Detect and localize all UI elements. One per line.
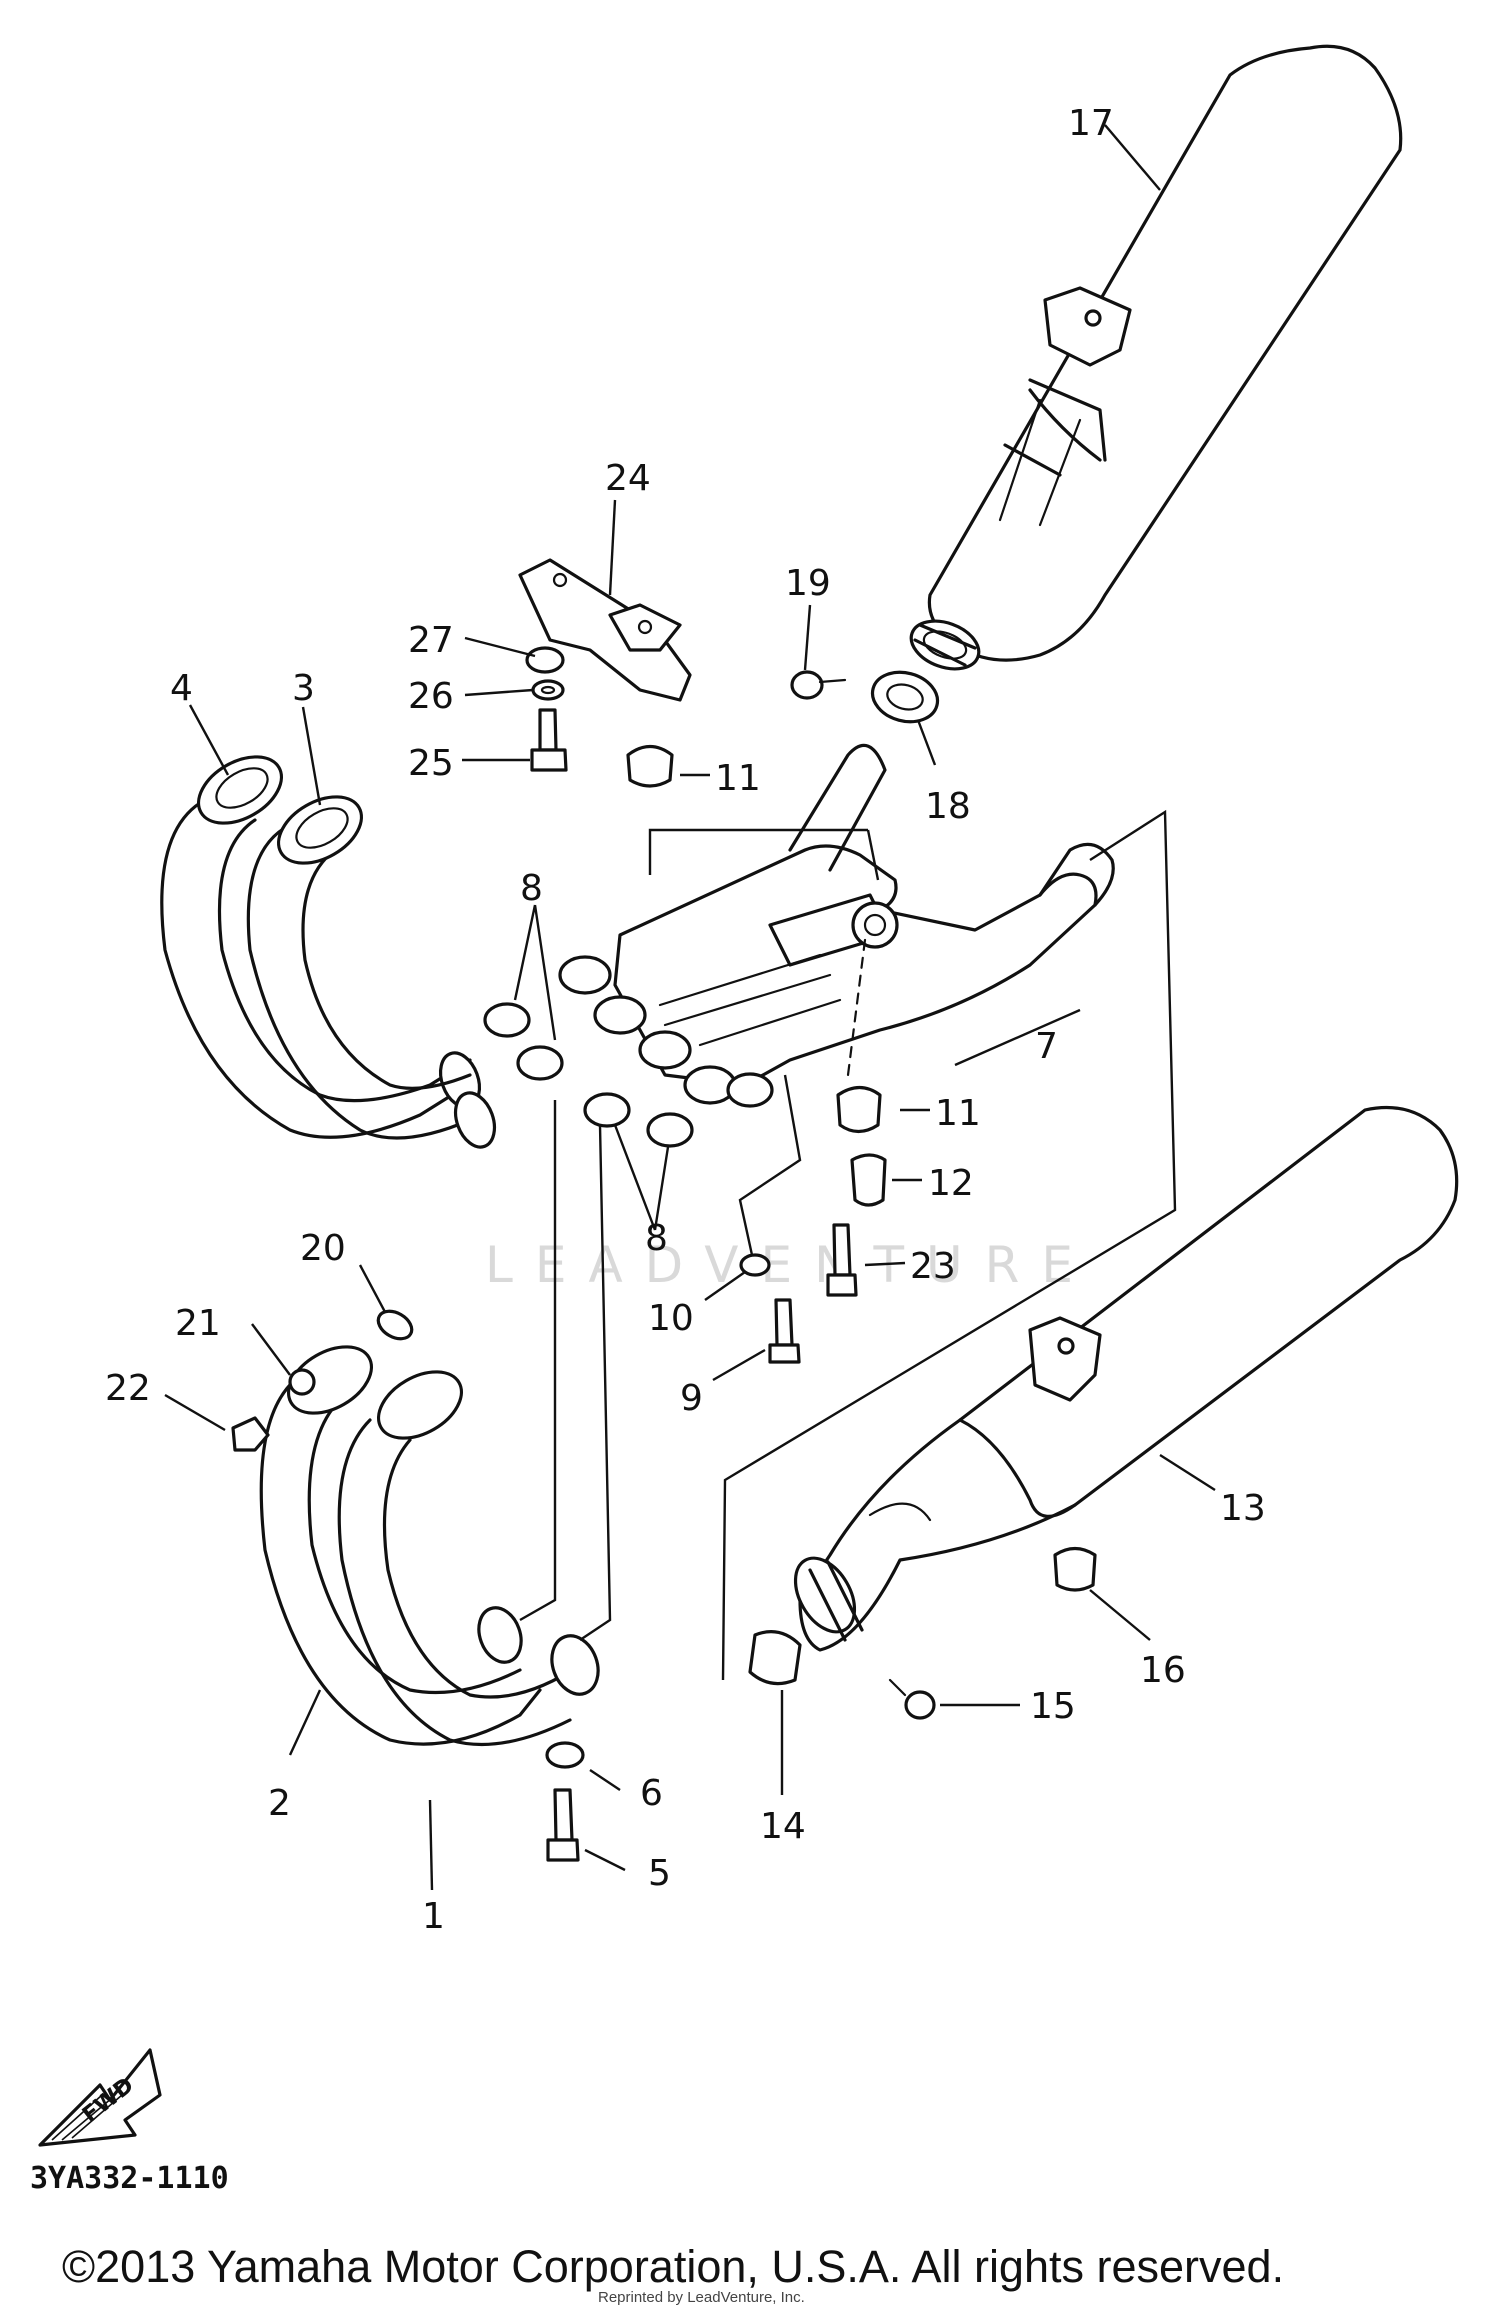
callout-11b[interactable]: 11: [935, 1093, 981, 1134]
part-8-gaskets-upper[interactable]: [483, 1002, 564, 1081]
callout-24[interactable]: 24: [605, 458, 651, 499]
callout-25[interactable]: 25: [408, 743, 454, 784]
part-24-bracket[interactable]: [518, 558, 692, 702]
part-12-collar[interactable]: [850, 1153, 887, 1207]
callout-17[interactable]: 17: [1068, 103, 1114, 144]
callout-5[interactable]: 5: [648, 1853, 671, 1894]
assembly-lines: [519, 809, 1177, 1681]
callout-14[interactable]: 14: [760, 1806, 806, 1847]
part-5-bolt[interactable]: [546, 1788, 580, 1862]
part-11-damper-upper[interactable]: [626, 744, 674, 788]
callout-8b[interactable]: 8: [645, 1218, 668, 1259]
part-21-nut[interactable]: [288, 1368, 316, 1396]
part-19-bolt[interactable]: [790, 670, 847, 700]
callout-3[interactable]: 3: [292, 668, 315, 709]
part-11-damper-lower[interactable]: [836, 1085, 882, 1134]
forward-arrow: FWD: [38, 2048, 162, 2147]
callout-19[interactable]: 19: [785, 563, 831, 604]
part-13-muffler-lower[interactable]: [783, 1105, 1459, 1652]
part-6-washer[interactable]: [545, 1741, 585, 1769]
part-16-damper[interactable]: [1053, 1546, 1097, 1592]
callout-9[interactable]: 9: [680, 1378, 703, 1419]
part-26-washer[interactable]: [531, 679, 565, 701]
callout-15[interactable]: 15: [1030, 1686, 1076, 1727]
callout-22[interactable]: 22: [105, 1368, 151, 1409]
callout-26[interactable]: 26: [408, 676, 454, 717]
part-10-washer[interactable]: [739, 1253, 771, 1277]
callout-13[interactable]: 13: [1220, 1488, 1266, 1529]
part-14-gasket[interactable]: [748, 1630, 802, 1686]
part-22-nut[interactable]: [231, 1416, 270, 1452]
callout-21[interactable]: 21: [175, 1303, 221, 1344]
callout-4[interactable]: 4: [170, 668, 193, 709]
part-1-header-pipe[interactable]: [337, 1358, 606, 1747]
callout-27[interactable]: 27: [408, 620, 454, 661]
callout-20[interactable]: 20: [300, 1228, 346, 1269]
part-27-damper[interactable]: [525, 646, 565, 674]
part-23-bolt[interactable]: [826, 1223, 858, 1297]
callout-labels: 17 24 27 26 25 19 11 18 4 3 8 7 11 12 8 …: [105, 103, 1266, 1937]
part-2-header-pipe[interactable]: [259, 1333, 542, 1746]
callout-7[interactable]: 7: [1035, 1026, 1058, 1067]
callout-2[interactable]: 2: [268, 1783, 291, 1824]
watermark: LEADVENTURE: [485, 1236, 1095, 1294]
part-18-gasket[interactable]: [867, 665, 943, 728]
copyright-notice: ©2013 Yamaha Motor Corporation, U.S.A. A…: [62, 2241, 1284, 2292]
callout-18[interactable]: 18: [925, 786, 971, 827]
collector-flanges: [558, 955, 774, 1108]
part-9-bolt[interactable]: [768, 1298, 801, 1364]
callout-8a[interactable]: 8: [520, 868, 543, 909]
part-3-header-pipe[interactable]: [246, 783, 501, 1152]
callout-12[interactable]: 12: [928, 1163, 974, 1204]
callout-11a[interactable]: 11: [715, 758, 761, 799]
callout-6[interactable]: 6: [640, 1773, 663, 1814]
reprint-note: Reprinted by LeadVenture, Inc.: [598, 2289, 805, 2306]
part-7-collector-pipe[interactable]: [558, 743, 1115, 1108]
part-20-gasket[interactable]: [373, 1306, 416, 1345]
callout-10[interactable]: 10: [648, 1298, 694, 1339]
part-15-bolt[interactable]: [888, 1678, 936, 1720]
part-8-gaskets-lower[interactable]: [583, 1092, 694, 1148]
callout-16[interactable]: 16: [1140, 1650, 1186, 1691]
part-17-muffler-upper[interactable]: [905, 44, 1403, 677]
part-4-header-pipe[interactable]: [160, 743, 487, 1139]
part-25-bolt[interactable]: [530, 708, 568, 772]
callout-1[interactable]: 1: [422, 1896, 445, 1937]
leader-lines: [164, 124, 1216, 1891]
callout-23[interactable]: 23: [910, 1246, 956, 1287]
diagram-code: 3YA332-1110: [30, 2161, 229, 2196]
